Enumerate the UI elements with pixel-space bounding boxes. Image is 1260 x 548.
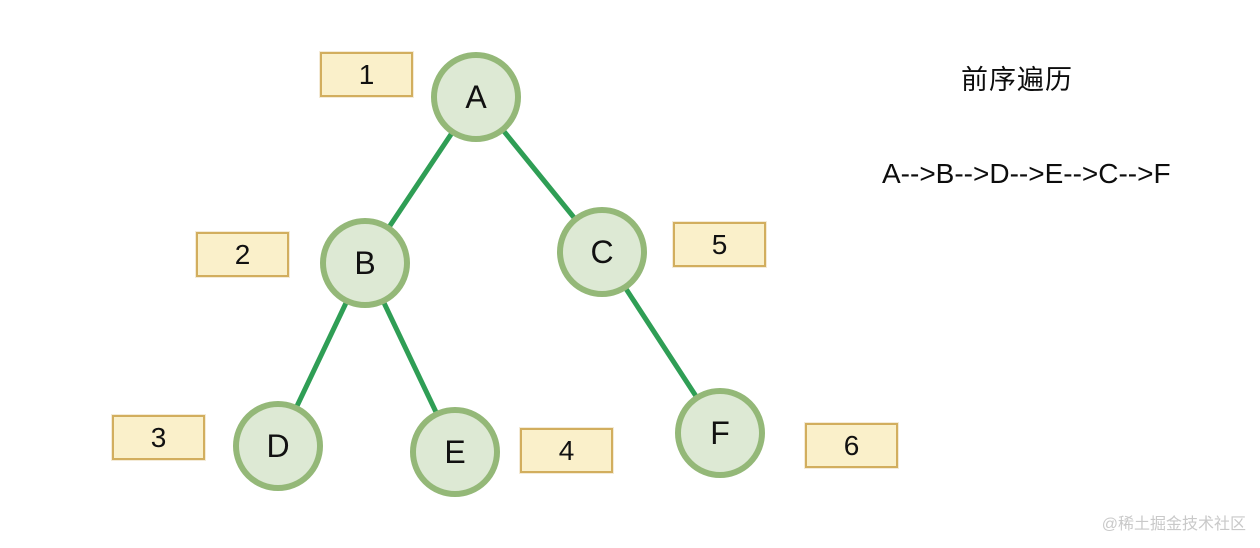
order-badge-e: 4 [520,428,613,473]
watermark-text: @稀土掘金技术社区 [1101,516,1246,533]
traversal-sequence: A-->B-->D-->E-->C-->F [882,158,1171,189]
order-badge-f: 6 [805,423,898,468]
order-badge-c: 5 [673,222,766,267]
tree-node-d-label: D [266,427,290,464]
tree-node-d: D [233,401,323,491]
tree-node-c: C [557,207,647,297]
order-badge-d: 3 [112,415,205,460]
order-badge-a: 1 [320,52,413,97]
order-badge-b: 2 [196,232,289,277]
tree-node-c-label: C [590,233,614,270]
tree-node-f-label: F [710,414,730,451]
tree-node-f: F [675,388,765,478]
tree-node-e: E [410,407,500,497]
tree-node-a: A [431,52,521,142]
tree-node-a-label: A [465,78,487,115]
traversal-title: 前序遍历 [961,65,1073,95]
tree-node-b-label: B [354,244,376,281]
tree-node-e-label: E [444,433,466,470]
tree-node-b: B [320,218,410,308]
